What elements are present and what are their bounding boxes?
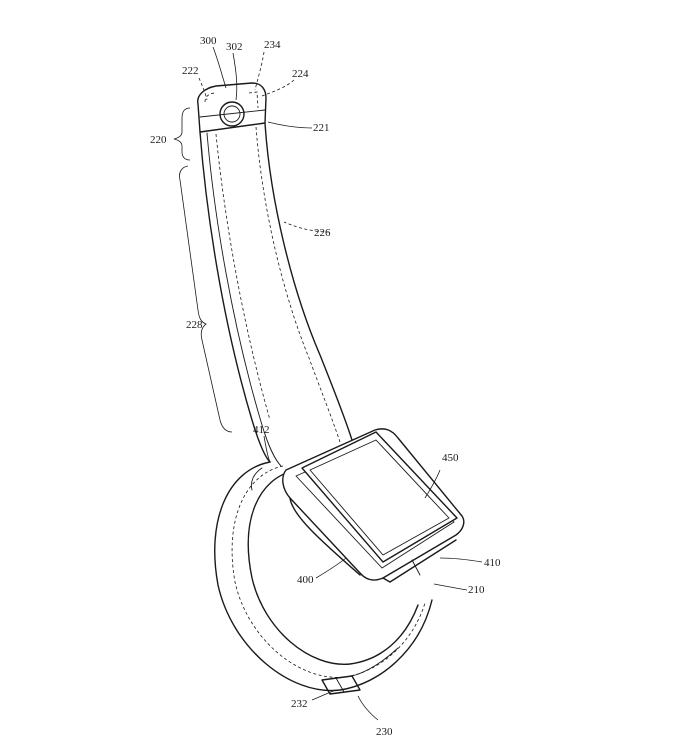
label-300: 300 xyxy=(200,35,217,47)
label-224: 224 xyxy=(292,68,309,80)
label-221: 221 xyxy=(313,122,330,134)
leader-lines xyxy=(173,46,483,721)
label-302: 302 xyxy=(226,41,243,53)
strap-tip xyxy=(197,82,267,133)
watch-body xyxy=(282,428,465,583)
label-410: 410 xyxy=(484,557,501,569)
label-400: 400 xyxy=(297,574,314,586)
label-232: 232 xyxy=(291,698,308,710)
band-loop xyxy=(214,461,433,692)
long-strap xyxy=(199,122,353,467)
label-230: 230 xyxy=(376,726,393,738)
label-412: 412 xyxy=(253,424,270,436)
band-lower-end xyxy=(321,647,399,695)
reference-labels: 300 302 234 222 224 220 221 226 228 412 … xyxy=(150,35,501,738)
label-222: 222 xyxy=(182,65,199,77)
label-210: 210 xyxy=(468,584,485,596)
label-226: 226 xyxy=(314,227,331,239)
label-228: 228 xyxy=(186,319,203,331)
label-234: 234 xyxy=(264,39,281,51)
label-450: 450 xyxy=(442,452,459,464)
label-220: 220 xyxy=(150,134,167,146)
